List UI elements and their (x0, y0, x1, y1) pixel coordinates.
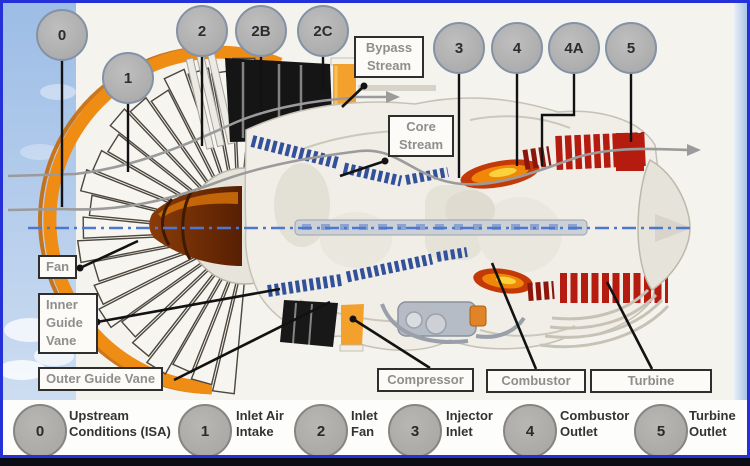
legend-label-1-line2: Intake (236, 424, 274, 439)
legend-label-5-line2: Outlet (689, 424, 727, 439)
station-badge-2C: 2C (297, 5, 349, 57)
label-bypass-stream-line1: Bypass (365, 40, 413, 55)
label-inner-guide-vane: Inner Guide Vane (38, 293, 98, 354)
legend-label-4-line1: Combustor (560, 408, 630, 423)
legend-label-3: Injector Inlet (446, 408, 493, 440)
label-inner-guide-vane-line3: Vane (46, 333, 77, 349)
legend-badge-3: 3 (388, 404, 442, 455)
station-badge-2: 2 (176, 5, 228, 57)
core-exit-arrowhead (687, 144, 701, 156)
label-inner-guide-vane-line2: Guide (46, 315, 83, 331)
legend-badge-5: 5 (634, 404, 688, 455)
legend-label-2: Inlet Fan (351, 408, 378, 440)
legend-label-0-line2: Conditions (ISA) (69, 424, 171, 439)
legend-label-0: Upstream Conditions (ISA) (69, 408, 171, 440)
label-combustor: Combustor (486, 369, 586, 394)
combustor-flames (460, 159, 540, 294)
bypass-duct-lower (280, 300, 364, 352)
compressor-blade-rows (250, 135, 468, 297)
bypass-exit-arrowhead (386, 91, 400, 103)
label-turbine-text: Turbine (627, 373, 675, 388)
legend-badge-0: 0 (13, 404, 67, 455)
label-bypass-stream: Bypass Stream (354, 36, 424, 79)
label-compressor-text: Compressor (387, 372, 464, 387)
station-badge-5: 5 (605, 22, 657, 74)
station-badge-4A: 4A (548, 22, 600, 74)
label-outer-guide-vane-text: Outer Guide Vane (46, 371, 156, 386)
label-core-stream-line2: Stream (398, 137, 444, 153)
label-core-stream-line1: Core (406, 119, 436, 134)
bypass-streamline (7, 96, 352, 178)
legend-label-3-line1: Injector (446, 408, 493, 423)
legend-label-1-line1: Inlet Air (236, 408, 284, 423)
label-core-stream: Core Stream (388, 115, 454, 158)
label-turbine: Turbine (590, 369, 712, 394)
station-badge-2B: 2B (235, 5, 287, 57)
label-pointer-lines (79, 85, 654, 382)
exhaust-nozzle (539, 158, 692, 349)
legend-label-3-line2: Inlet (446, 424, 473, 439)
accessory-gearbox (380, 301, 526, 344)
label-inner-guide-vane-line1: Inner (46, 297, 78, 312)
legend-label-2-line1: Inlet (351, 408, 378, 423)
label-outer-guide-vane: Outer Guide Vane (38, 367, 164, 392)
label-fan-text: Fan (46, 259, 70, 274)
legend-label-2-line2: Fan (351, 424, 375, 439)
station-badge-3: 3 (433, 22, 485, 74)
legend-badge-1: 1 (178, 404, 232, 455)
station-legend: 0 Upstream Conditions (ISA) 1 Inlet Air … (3, 400, 747, 455)
legend-label-4: Combustor Outlet (560, 408, 629, 440)
legend-badge-2: 2 (294, 404, 348, 455)
station-stem-lines (60, 56, 633, 207)
station-badge-1: 1 (102, 52, 154, 104)
label-compressor: Compressor (377, 368, 474, 393)
sky-photo-right-strip (734, 3, 747, 402)
label-fan: Fan (38, 255, 78, 280)
legend-label-5: Turbine Outlet (689, 408, 736, 440)
legend-label-4-line2: Outlet (560, 424, 598, 439)
label-bypass-stream-line2: Stream (366, 58, 412, 74)
station-badge-0: 0 (36, 9, 88, 61)
legend-badge-4: 4 (503, 404, 557, 455)
legend-label-0-line1: Upstream (69, 408, 129, 423)
legend-label-1: Inlet Air Intake (236, 408, 284, 440)
station-badge-4: 4 (491, 22, 543, 74)
label-combustor-text: Combustor (501, 373, 571, 388)
legend-label-5-line1: Turbine (689, 408, 736, 423)
